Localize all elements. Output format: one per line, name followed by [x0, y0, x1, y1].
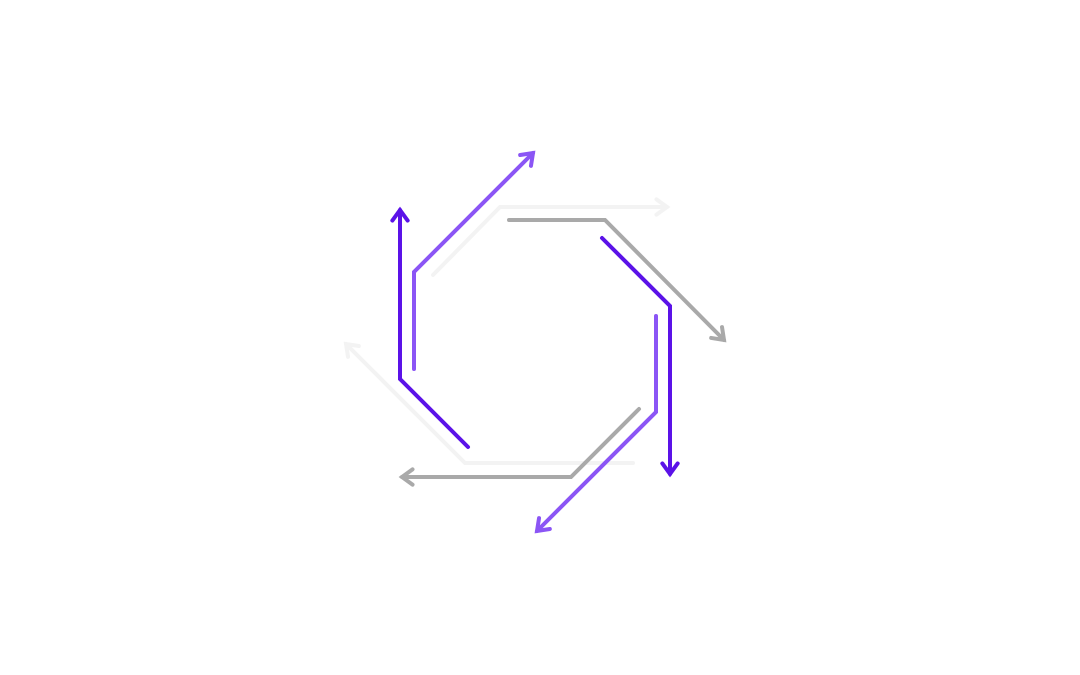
- arrow-1-up: [390, 206, 470, 449]
- arrow-5-down: [600, 236, 680, 478]
- arrow-shaft: [600, 236, 672, 476]
- arrow-shaft: [400, 407, 641, 479]
- arrowhead-icon: [660, 461, 680, 478]
- arrowhead-icon: [534, 516, 552, 534]
- arrows-layer: [343, 150, 727, 534]
- arrow-shaft: [398, 208, 470, 449]
- arrow-shaft: [412, 151, 535, 371]
- arrow-4-down-right: [507, 218, 727, 343]
- arrowhead-icon: [398, 467, 415, 487]
- arrowhead-icon: [343, 341, 361, 359]
- arrow-8-up-left: [343, 341, 635, 465]
- arrow-3-right: [431, 197, 671, 277]
- arrow-shaft: [507, 218, 726, 342]
- arrowhead-icon: [654, 197, 671, 217]
- arrow-2-up-right: [412, 150, 536, 371]
- arrowhead-icon: [390, 206, 410, 223]
- arrowhead-icon: [709, 325, 727, 343]
- arrow-shaft: [535, 314, 658, 533]
- arrow-7-left: [398, 407, 641, 487]
- arrowhead-icon: [518, 150, 536, 168]
- arrow-shaft: [344, 342, 635, 465]
- arrow-6-down-left: [534, 314, 658, 534]
- arrow-shaft: [431, 205, 669, 277]
